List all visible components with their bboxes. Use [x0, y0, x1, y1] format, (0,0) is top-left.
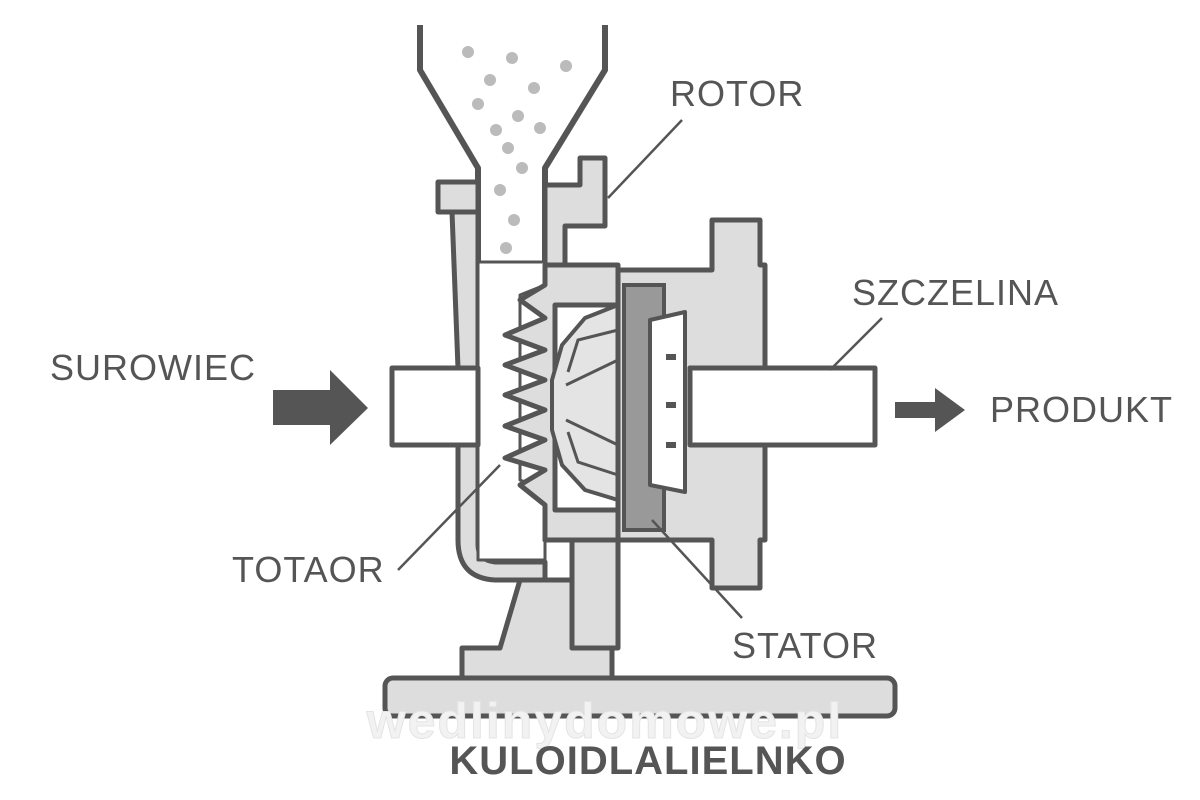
label-szczelina: SZCZELINA: [852, 272, 1059, 313]
lower-chamber: [542, 537, 621, 651]
powder-particles: [462, 46, 572, 254]
leader-lines: [397, 119, 883, 619]
rotor-cone: [550, 303, 620, 502]
rotor-body: [502, 262, 621, 543]
totaor-leader: [397, 464, 501, 571]
top-right-flange: [542, 155, 608, 268]
label-produkt: PRODUKT: [990, 389, 1173, 430]
diagram-title: KULOIDLALIELNKO: [449, 739, 846, 783]
label-stator: STATOR: [732, 625, 878, 666]
gap-marks: [666, 354, 676, 448]
outlet-shaft: [687, 365, 878, 448]
top-left-flange: [435, 179, 481, 215]
watermark: wedlinydomowe.pl: [366, 693, 843, 749]
rotor-cone-ribs: [565, 328, 619, 477]
output-arrow-icon: [895, 388, 965, 432]
label-totaor: TOTAOR: [232, 549, 385, 590]
label-surowiec: SUROWIEC: [50, 347, 256, 388]
inlet-shaft: [389, 365, 481, 448]
szczelina-leader: [829, 317, 883, 371]
rotor-leader: [607, 119, 683, 199]
stator-leader: [651, 519, 743, 619]
label-rotor: ROTOR: [670, 73, 804, 114]
base-plate: [382, 675, 898, 719]
input-arrow-icon: [273, 370, 368, 445]
